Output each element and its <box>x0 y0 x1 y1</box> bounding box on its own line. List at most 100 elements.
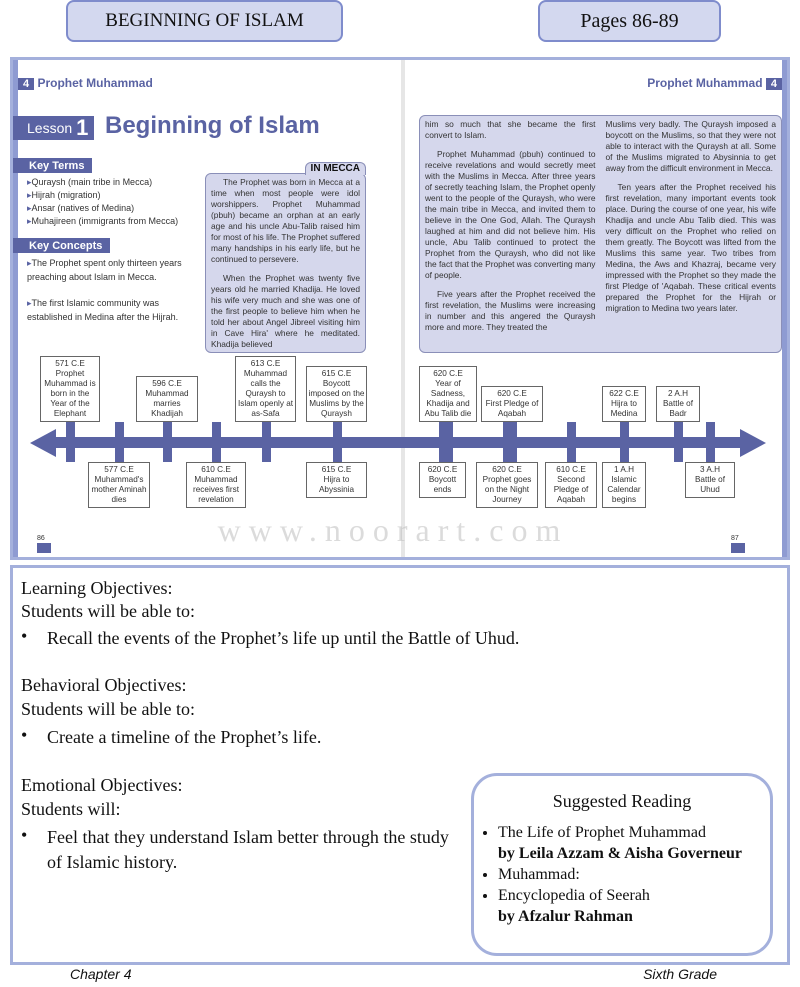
book-spine <box>401 60 405 557</box>
objective-item: Recall the events of the Prophet’s life … <box>21 626 721 651</box>
footer-grade: Sixth Grade <box>643 966 717 982</box>
page-number-left: 86 <box>37 535 51 553</box>
paragraph: When the Prophet was twenty five years o… <box>211 273 360 349</box>
event-text: Boycott imposed on the Muslims by the Qu… <box>308 379 365 418</box>
lesson-title: Beginning of Islam <box>105 112 320 139</box>
behavioral-objectives-title: Behavioral Objectives: <box>21 675 187 695</box>
event-text: Boycott ends <box>428 475 457 494</box>
event-text: Muhammad's mother Aminah dies <box>91 475 147 504</box>
timeline-tick <box>620 422 629 462</box>
timeline-tick <box>706 422 715 462</box>
event-date: 613 C.E <box>250 359 281 368</box>
event-text: Prophet goes on the Night Journey <box>482 475 532 504</box>
event-date: 571 C.E <box>55 359 85 368</box>
event-text: Muhammad marries Khadijah <box>145 389 189 418</box>
event-date: 615 C.E <box>321 369 352 378</box>
event-text: Islamic Calendar begins <box>607 475 641 504</box>
timeline-tick <box>212 422 221 462</box>
event-text: Year of Sadness, Khadija and Abu Talib d… <box>424 379 472 418</box>
timeline-arrow-right <box>740 429 766 457</box>
narrative-column-1: him so much that she became the first co… <box>425 119 596 349</box>
running-head-text: Prophet Muhammad <box>37 76 153 90</box>
event-date: 620 C.E <box>427 465 458 474</box>
event-text: Battle of Badr <box>662 399 694 418</box>
timeline-tick <box>444 422 453 462</box>
paragraph: Muslims very badly. The Quraysh imposed … <box>605 119 777 173</box>
topic-label: BEGINNING OF ISLAM <box>105 10 304 31</box>
learning-objectives-sub: Students will be able to: <box>21 601 195 621</box>
running-head-text: Prophet Muhammad <box>647 76 763 90</box>
key-terms-list: Quraysh (main tribe in Mecca) Hijrah (mi… <box>27 176 202 228</box>
timeline-tick <box>261 422 271 462</box>
event-text: Prophet Muhammad is born in the Year of … <box>44 369 96 418</box>
left-page-edge <box>13 60 18 557</box>
objective-text: Recall the events of the Prophet’s life … <box>47 628 520 648</box>
lesson-label: Lesson <box>27 120 73 136</box>
learning-objectives-title: Learning Objectives: <box>21 578 173 598</box>
paragraph: Prophet Muhammad (pbuh) continued to rec… <box>425 149 596 280</box>
event-date: 577 C.E <box>104 465 134 474</box>
event-text: Muhammad receives first revelation <box>193 475 239 504</box>
event-date: 596 C.E <box>152 379 182 388</box>
event-text: Hijra to Medina <box>610 399 638 418</box>
key-concept: The Prophet spent only thirteen years pr… <box>27 256 199 284</box>
footer-chapter: Chapter 4 <box>70 966 132 982</box>
event-date: 3 A.H <box>699 465 721 474</box>
event-date: 1 A.H <box>613 465 635 474</box>
timeline-tick <box>163 422 172 462</box>
timeline-tick <box>567 422 576 462</box>
suggested-reading-title: Suggested Reading <box>552 791 692 811</box>
book-title: Muhammad: <box>498 866 580 883</box>
page-number-right: 87 <box>731 535 745 553</box>
objective-text: Create a timeline of the Prophet’s life. <box>47 727 322 747</box>
textbook-spread: 4 Prophet Muhammad Prophet Muhammad 4 Le… <box>10 57 790 560</box>
lesson-number: 1 <box>76 115 89 140</box>
key-concept: The first Islamic community was establis… <box>27 296 199 324</box>
narrative-box: him so much that she became the first co… <box>419 115 782 353</box>
paragraph: The Prophet was born in Mecca at a time … <box>211 177 360 264</box>
event-date: 615 C.E <box>321 465 352 474</box>
emotional-objectives-sub: Students will: <box>21 799 121 819</box>
timeline-tick <box>115 422 124 462</box>
timeline-tick <box>503 422 512 462</box>
key-term: Quraysh (main tribe in Mecca) <box>27 176 202 189</box>
key-terms-heading: Key Terms <box>13 158 93 173</box>
left-running-head: 4 Prophet Muhammad <box>18 76 153 90</box>
event-date: 2 A.H <box>667 389 689 398</box>
timeline-tick <box>438 422 448 462</box>
timeline-axis <box>53 437 743 448</box>
event-date: 622 C.E <box>609 389 639 398</box>
paragraph: him so much that she became the first co… <box>425 119 596 140</box>
suggested-reading-box: Suggested Reading The Life of Prophet Mu… <box>471 773 773 956</box>
emotional-objectives-title: Emotional Objectives: <box>21 775 183 795</box>
behavioral-objectives-sub: Students will be able to: <box>21 699 195 719</box>
timeline-tick <box>66 422 75 462</box>
narrative-column-2: Muslims very badly. The Quraysh imposed … <box>606 119 777 349</box>
in-mecca-title: IN MECCA <box>304 162 366 175</box>
book-author: by Leila Azzam & Aisha Governeur <box>498 845 742 862</box>
page-number-text: 87 <box>731 535 739 542</box>
paragraph: Ten years after the Prophet received his… <box>605 182 777 313</box>
event-text: Second Pledge of Aqabah <box>553 475 589 504</box>
key-term: Muhajireen (immigrants from Mecca) <box>27 215 202 228</box>
objectives-panel: Learning Objectives: Students will be ab… <box>10 565 790 965</box>
chapter-number: 4 <box>765 78 782 90</box>
event-date: 610 C.E <box>556 465 586 474</box>
event-date: 620 C.E <box>433 369 463 378</box>
timeline-arrow-left <box>30 429 56 457</box>
